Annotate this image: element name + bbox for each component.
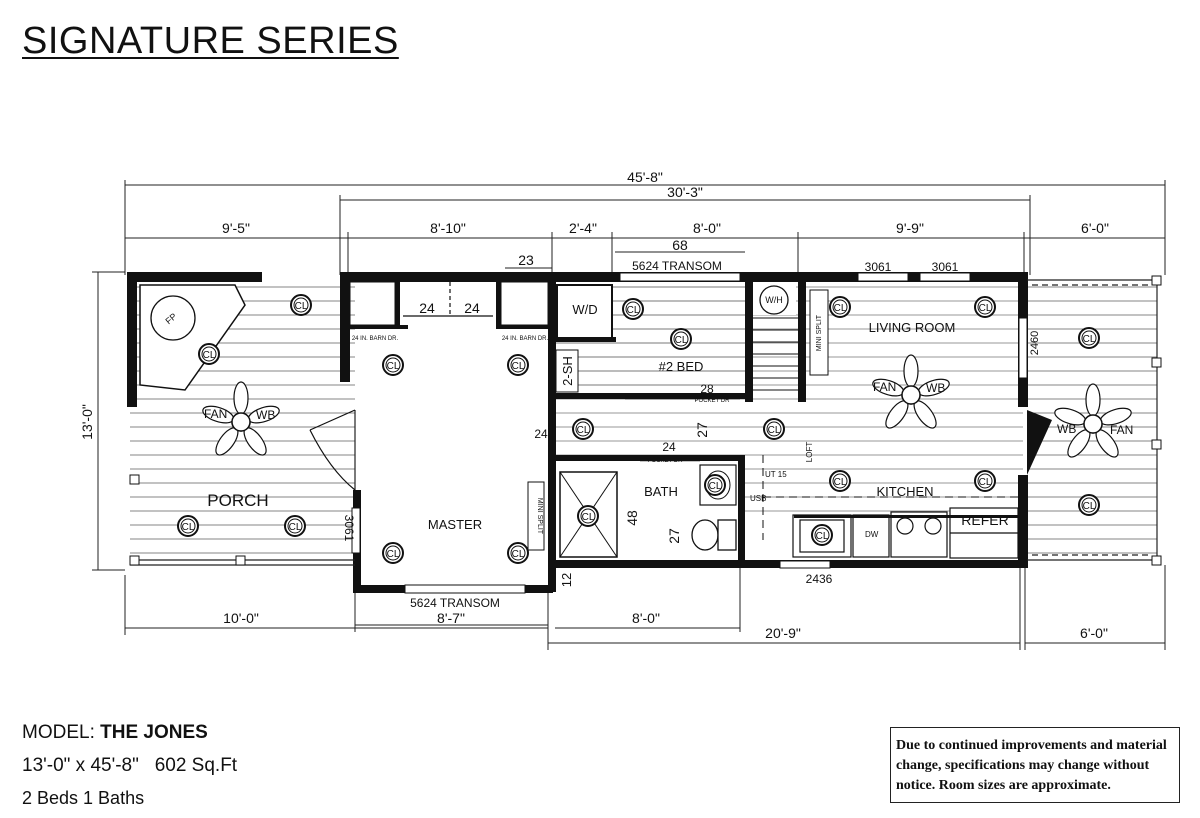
window-2460: 2460 <box>1029 331 1041 355</box>
dim-top-master: 8'-10" <box>430 220 466 236</box>
dim-top-bed2: 8'-0" <box>693 220 721 236</box>
dim-68: 68 <box>672 237 688 253</box>
wh-label: W/H <box>765 295 783 305</box>
model-dimensions: 13'-0" x 45'-8" <box>22 755 139 776</box>
window-2436: 2436 <box>806 572 833 586</box>
refer-label: REFER <box>961 512 1008 528</box>
room-bed2: #2 BED <box>659 359 704 374</box>
disclaimer-box: Due to continued improvements and materi… <box>890 727 1180 803</box>
fan-label-living: FAN <box>873 380 896 394</box>
room-porch: PORCH <box>207 491 268 510</box>
model-beds-baths: 2 Beds 1 Baths <box>22 788 145 808</box>
sh-label: 2-SH <box>560 356 575 386</box>
dim-width: 13'-0" <box>79 404 95 440</box>
wd-label: W/D <box>572 302 597 317</box>
dim-27-hall: 27 <box>694 422 710 438</box>
barn-door-right-label: 24 IN. BARN DR. <box>502 336 549 342</box>
dim-bottom-living: 20'-9" <box>765 625 801 641</box>
wd-closet <box>556 284 613 341</box>
dim-top-living: 9'-9" <box>896 220 924 236</box>
transom-bottom: 5624 TRANSOM <box>410 596 500 610</box>
pocket-door-bath: POCKET DR <box>648 458 684 464</box>
wb-label-porch: WB <box>256 408 275 422</box>
dim-overall: 45'-8" <box>627 169 663 185</box>
series-title: SIGNATURE SERIES <box>22 20 399 62</box>
dim-24b: 24 <box>464 300 480 316</box>
wb-label-porch-right: WB <box>1057 422 1076 436</box>
dim-28: 28 <box>700 382 714 396</box>
window-3061-b: 3061 <box>932 260 959 274</box>
dim-48: 48 <box>624 510 640 526</box>
room-kitchen: KITCHEN <box>876 484 933 499</box>
dim-12: 12 <box>559 573 574 587</box>
dim-interior: 30'-3" <box>667 184 703 200</box>
mini-split-living: MINI SPLIT <box>816 314 823 351</box>
loft-label: LOFT <box>805 442 814 463</box>
dim-bottom-bath: 8'-0" <box>632 610 660 626</box>
dim-top-porch-left: 9'-5" <box>222 220 250 236</box>
model-size-line: 13'-0" x 45'-8" 602 Sq.Ft <box>22 755 237 777</box>
floor-plan: CL <box>79 169 1166 650</box>
transom-top: 5624 TRANSOM <box>632 259 722 273</box>
model-name: THE JONES <box>100 722 208 743</box>
mini-split-master: MINI SPLIT <box>536 498 543 535</box>
dim-top-porch-right: 6'-0" <box>1081 220 1109 236</box>
dim-27-bath: 27 <box>666 528 682 544</box>
range <box>890 511 948 558</box>
fan-label-porch-right: FAN <box>1110 423 1133 437</box>
water-heater <box>759 285 789 315</box>
dim-24a: 24 <box>419 300 435 316</box>
window-3061-porch: 3061 <box>342 515 356 542</box>
model-sqft: 602 Sq.Ft <box>154 755 238 776</box>
front-door-right <box>1027 410 1052 475</box>
room-master: MASTER <box>428 517 482 532</box>
dim-23: 23 <box>518 252 534 268</box>
dim-bottom-porch-left: 10'-0" <box>223 610 259 626</box>
wb-label-living: WB <box>926 381 945 395</box>
room-living: LIVING ROOM <box>869 320 956 335</box>
fireplace: FP <box>139 284 246 391</box>
dim-24-bath: 24 <box>662 440 676 454</box>
model-prefix: MODEL: <box>22 722 95 743</box>
dim-24-side: 24 <box>534 427 548 441</box>
dim-top-closet: 2'-4" <box>569 220 597 236</box>
barn-door-left-label: 24 IN. BARN DR. <box>352 336 399 342</box>
dim-bottom-porch-right: 6'-0" <box>1080 625 1108 641</box>
dw-label: DW <box>865 530 879 539</box>
fan-label-porch: FAN <box>204 407 227 421</box>
ut-label: UT 15 <box>765 470 787 479</box>
toilet <box>691 519 719 551</box>
usb-label: USB <box>750 494 766 503</box>
room-bath: BATH <box>644 484 678 499</box>
window-3061-a: 3061 <box>865 260 892 274</box>
pocket-door-bed: POCKET DR <box>695 398 731 404</box>
model-line: MODEL: THE JONES <box>22 722 208 744</box>
dim-bottom-master: 8'-7" <box>437 610 465 626</box>
